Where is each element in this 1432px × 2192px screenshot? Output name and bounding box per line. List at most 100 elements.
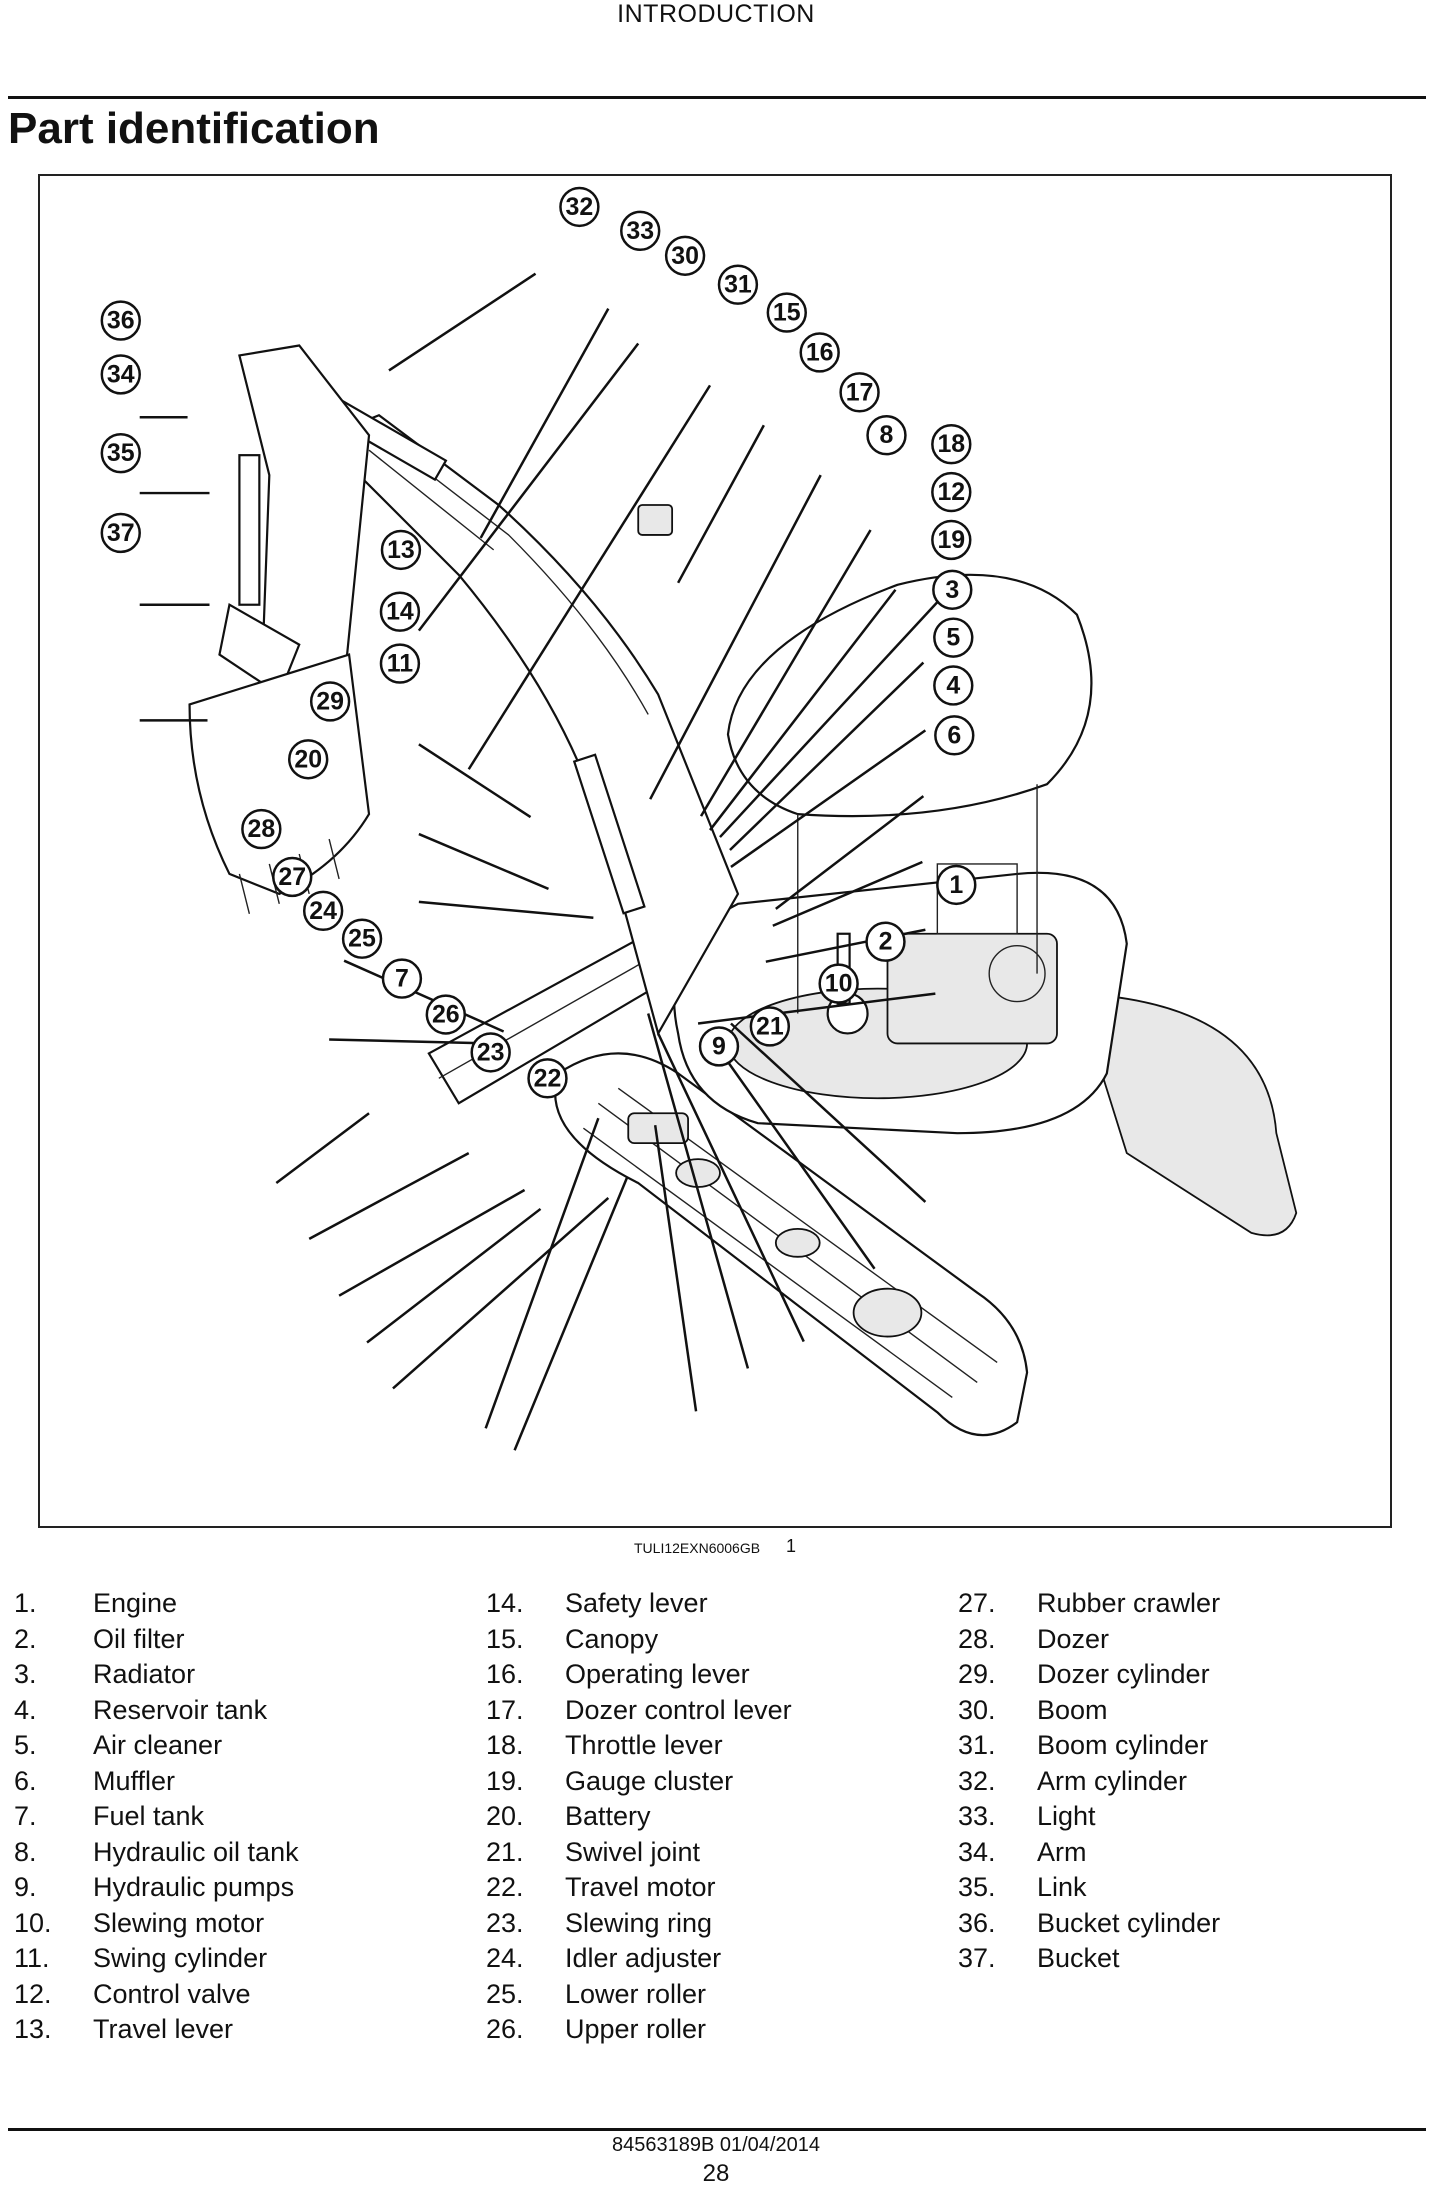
callout-2: 2	[865, 921, 906, 962]
legend-number: 16.	[486, 1659, 524, 1689]
legend-number: 35.	[958, 1872, 996, 1902]
legend-label: Arm	[1037, 1836, 1087, 1867]
callout-number: 6	[947, 721, 961, 749]
callout-circle	[717, 264, 759, 305]
legend-column-3: 27.Rubber crawler 28.Dozer 29.Dozer cyli…	[958, 1586, 1418, 1977]
callout-number: 15	[773, 299, 801, 327]
callout-circle	[799, 332, 840, 373]
callout-number: 7	[395, 965, 409, 993]
legend-label: Travel lever	[93, 2014, 234, 2044]
callout-number: 35	[107, 439, 135, 467]
legend-label: Gauge cluster	[565, 1765, 734, 1796]
legend-label: Battery	[565, 1801, 651, 1831]
legend-item: 4.Reservoir tank	[14, 1693, 474, 1729]
callout-32: 32	[559, 186, 600, 228]
callout-25: 25	[341, 918, 383, 959]
callout-circle	[933, 665, 974, 706]
figure-reference: TULI12EXN6006GB	[634, 1540, 761, 1556]
legend-label: Radiator	[93, 1659, 196, 1689]
callout-circle	[749, 1006, 791, 1047]
callout-circle	[839, 372, 880, 413]
legend-number: 29.	[958, 1659, 996, 1689]
callout-circle	[425, 994, 466, 1035]
callout-number: 21	[756, 1012, 784, 1040]
callout-number: 24	[309, 897, 337, 925]
callout-number: 25	[348, 925, 376, 953]
legend-item: 8.Hydraulic oil tank	[14, 1835, 474, 1871]
callout-number: 13	[387, 536, 415, 564]
callout-circle	[865, 921, 906, 962]
legend-label: Dozer	[1037, 1623, 1110, 1654]
callout-29: 29	[309, 681, 351, 722]
legend-item: 13.Travel lever	[14, 2012, 474, 2048]
legend-number: 7.	[14, 1801, 37, 1831]
legend-item: 33.Light	[958, 1799, 1418, 1835]
callout-number: 18	[937, 430, 965, 458]
legend-label: Rubber crawler	[1037, 1588, 1221, 1618]
page-number: 28	[702, 2160, 730, 2187]
legend-label: Boom cylinder	[1037, 1730, 1209, 1760]
callout-number: 17	[846, 378, 874, 406]
callout-circle	[379, 591, 421, 632]
legend-number: 23.	[486, 1907, 524, 1938]
callout-number: 3	[945, 576, 959, 604]
canopy-roof	[726, 573, 1093, 818]
callout-circle	[379, 643, 421, 684]
callout-18: 18	[931, 424, 972, 465]
callout-9: 9	[698, 1026, 740, 1067]
legend-label: Link	[1037, 1872, 1087, 1902]
callout-34: 34	[100, 354, 141, 395]
legend-item: 27. Rubber crawler	[958, 1586, 1418, 1622]
legend-number: 14.	[486, 1588, 524, 1618]
legend-item: 34.Arm	[958, 1835, 1418, 1871]
callout-number: 37	[107, 519, 135, 547]
legend-label: Air cleaner	[93, 1730, 223, 1760]
legend-item: 35. Link	[958, 1870, 1418, 1906]
legend-item: 20.Battery	[486, 1799, 946, 1835]
callout-number: 2	[879, 928, 893, 956]
legend-label: Lower roller	[565, 1978, 707, 2009]
legend-item: 15.Canopy	[486, 1622, 946, 1658]
air-cleaner	[988, 945, 1046, 1003]
callout-30: 30	[664, 235, 706, 276]
callout-circle	[527, 1058, 568, 1099]
callout-number: 30	[671, 242, 699, 270]
callout-number: 32	[566, 193, 594, 221]
callout-circle	[931, 424, 972, 465]
callout-number: 10	[825, 970, 853, 998]
legend-number: 27.	[958, 1588, 996, 1618]
legend-item: 11.Swing cylinder	[14, 1941, 474, 1977]
callout-number: 16	[806, 338, 834, 366]
legend-label: Engine	[93, 1588, 178, 1618]
legend-label: Fuel tank	[93, 1801, 205, 1831]
legend-number: 28.	[958, 1623, 996, 1654]
callout-3: 3	[932, 569, 973, 610]
legend-item: 36.Bucket cylinder	[958, 1906, 1418, 1942]
legend-number: 32.	[958, 1765, 996, 1796]
callout-36: 36	[100, 300, 141, 341]
legend-number: 25.	[486, 1978, 524, 2009]
travel-motor	[852, 1287, 923, 1338]
bucket-cylinder	[238, 454, 261, 606]
callout-circle	[272, 856, 313, 898]
legend-item: 16.Operating lever	[486, 1657, 946, 1693]
legend-label: Safety lever	[565, 1588, 708, 1618]
boom-hoses	[368, 434, 649, 715]
callout-8: 8	[866, 415, 907, 456]
header-divider	[8, 96, 1426, 99]
legend-label: Swing cylinder	[93, 1943, 268, 1973]
legend-item: 25. Lower roller	[486, 1977, 946, 2013]
callout-number: 23	[477, 1038, 505, 1066]
legend-number: 22.	[486, 1872, 524, 1902]
legend-label: Bucket cylinder	[1037, 1907, 1221, 1938]
legend-number: 6.	[14, 1765, 37, 1796]
legend-item: 1.Engine	[14, 1586, 474, 1622]
legend-label: Hydraulic oil tank	[93, 1836, 299, 1867]
legend-item: 21.Swivel joint	[486, 1835, 946, 1871]
legend-item: 2.Oil filter	[14, 1622, 474, 1658]
callout-1: 1	[936, 864, 977, 906]
legend-label: Reservoir tank	[93, 1694, 268, 1725]
callout-number: 20	[294, 745, 322, 773]
